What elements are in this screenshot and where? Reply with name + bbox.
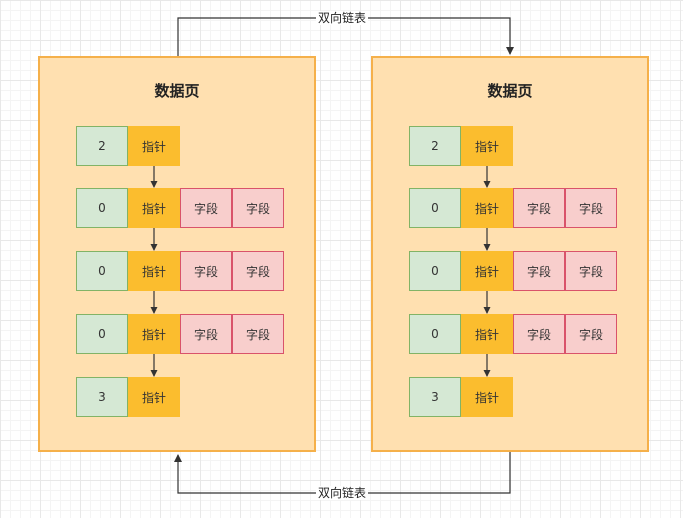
record-field-cell: 字段 <box>565 314 617 354</box>
record-number-cell: 2 <box>409 126 461 166</box>
record-pointer-cell: 指针 <box>461 377 513 417</box>
record-field-cell: 字段 <box>513 188 565 228</box>
record-number-cell: 0 <box>409 314 461 354</box>
record-number-cell: 0 <box>76 314 128 354</box>
record-pointer-cell: 指针 <box>128 251 180 291</box>
record-number-cell: 0 <box>409 188 461 228</box>
record-chain-arrows <box>150 166 158 377</box>
record-number-cell: 0 <box>409 251 461 291</box>
link-label-top: 双向链表 <box>316 11 369 25</box>
record-number-cell: 2 <box>76 126 128 166</box>
record-pointer-cell: 指针 <box>461 251 513 291</box>
record-number-cell: 3 <box>409 377 461 417</box>
record-pointer-cell: 指针 <box>128 377 180 417</box>
record-pointer-cell: 指针 <box>128 126 180 166</box>
record-pointer-cell: 指针 <box>128 188 180 228</box>
record-field-cell: 字段 <box>180 314 232 354</box>
record-field-cell: 字段 <box>232 251 284 291</box>
record-chain-arrows <box>483 166 491 377</box>
record-pointer-cell: 指针 <box>461 126 513 166</box>
record-number-cell: 0 <box>76 251 128 291</box>
record-field-cell: 字段 <box>513 314 565 354</box>
record-pointer-cell: 指针 <box>128 314 180 354</box>
record-field-cell: 字段 <box>232 314 284 354</box>
page-title: 数据页 <box>154 82 200 100</box>
record-number-cell: 3 <box>76 377 128 417</box>
record-field-cell: 字段 <box>180 188 232 228</box>
record-field-cell: 字段 <box>513 251 565 291</box>
record-number-cell: 0 <box>76 188 128 228</box>
record-field-cell: 字段 <box>180 251 232 291</box>
record-field-cell: 字段 <box>565 188 617 228</box>
link-label-bottom: 双向链表 <box>316 486 369 500</box>
record-pointer-cell: 指针 <box>461 314 513 354</box>
data-page-left: 数据页 2 指针 0 指针 字段 字段 0 指针 字段 字段 0 指针 字段 字… <box>38 56 316 452</box>
record-field-cell: 字段 <box>232 188 284 228</box>
data-page-right: 数据页 2 指针 0 指针 字段 字段 0 指针 字段 字段 0 指针 字段 字… <box>371 56 649 452</box>
record-pointer-cell: 指针 <box>461 188 513 228</box>
page-title: 数据页 <box>487 82 533 100</box>
record-field-cell: 字段 <box>565 251 617 291</box>
